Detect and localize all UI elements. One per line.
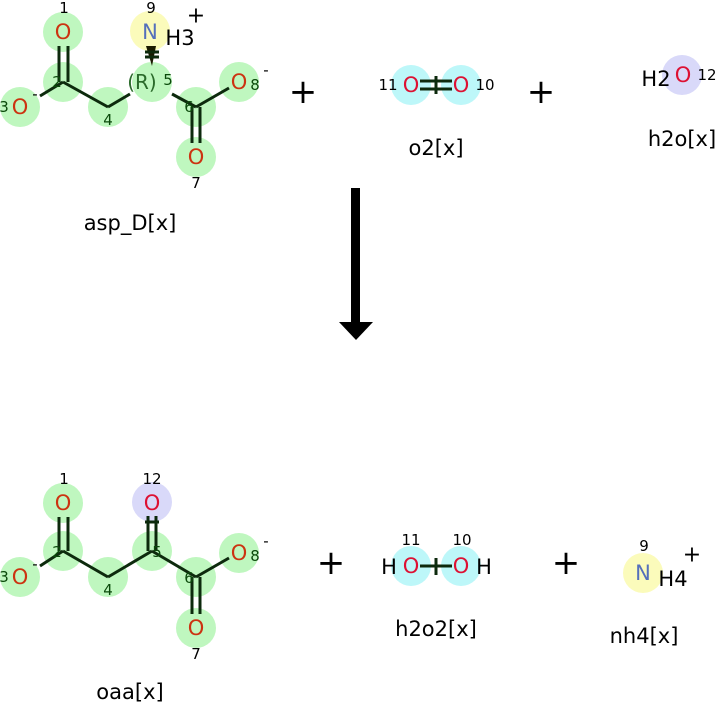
atom-index: 1 [59, 0, 69, 17]
atom-o3: O [12, 95, 29, 119]
charge-minus: - [32, 555, 37, 573]
molecule-o2: O O 11 10 o2[x] [378, 65, 495, 160]
molecule-h2o2: H O O H 11 10 h2o2[x] [381, 531, 492, 641]
atom-index: 7 [191, 645, 201, 663]
atom-h: H [381, 555, 397, 579]
atom-o10: O [453, 73, 470, 97]
atom-o8: O [231, 541, 248, 565]
h2-label: H2 [641, 67, 670, 91]
atom-o11: O [403, 73, 420, 97]
molecule-nh4: N H4 + 9 nh4[x] [610, 537, 702, 648]
atom-index: 2 [52, 73, 62, 91]
atom-index: 2 [52, 543, 62, 561]
molecule-name: o2[x] [408, 136, 463, 160]
atom-index: 12 [697, 66, 716, 84]
atom-index: 9 [146, 0, 156, 17]
molecule-name: h2o[x] [648, 127, 716, 151]
atom-index: 10 [475, 76, 494, 94]
charge-minus: - [32, 85, 37, 103]
atom-o12: O [675, 63, 692, 87]
atom-index: 4 [103, 111, 113, 129]
atom-o1: O [55, 20, 72, 44]
atom-o10: O [453, 554, 470, 578]
charge-minus: - [263, 61, 268, 79]
atom-h: H [476, 555, 492, 579]
plus-operator: + [317, 543, 346, 583]
molecule-h2o: H2 O 12 h2o[x] [641, 55, 717, 151]
atom-o7: O [188, 145, 205, 169]
charge-plus: + [187, 4, 205, 29]
atom-index: 5 [163, 71, 173, 89]
atom-index: 4 [103, 581, 113, 599]
atom-index: 7 [191, 174, 201, 192]
atom-index: 8 [250, 547, 260, 565]
stereo-label: (R) [127, 70, 157, 94]
atom-o8: O [231, 70, 248, 94]
bonds [39, 46, 230, 143]
atom-index: 12 [142, 470, 161, 488]
atom-index: 8 [250, 76, 260, 94]
atom-index: 9 [639, 537, 649, 555]
atom-index: 5 [152, 543, 162, 561]
plus-operator: + [527, 72, 556, 112]
molecule-oaa: O 1 2 O 3 - 4 5 O 12 6 O 8 - O 7 oaa[x] [0, 470, 269, 704]
atom-o12: O [144, 491, 161, 515]
atom-index: 6 [184, 569, 194, 587]
atom-o1: O [55, 491, 72, 515]
reaction-arrow [339, 188, 373, 340]
molecule-name: h2o2[x] [395, 617, 477, 641]
molecule-name: oaa[x] [96, 680, 163, 704]
atom-index: 11 [401, 531, 420, 549]
plus-operator: + [552, 543, 581, 583]
molecule-name: nh4[x] [610, 624, 679, 648]
molecule-asp-d: O 1 2 O 3 - 4 (R) 5 N H3 + 9 6 O 8 - O 7… [0, 0, 269, 236]
atom-index: 1 [59, 470, 69, 488]
atom-o3: O [12, 565, 29, 589]
atom-index: 10 [452, 531, 471, 549]
atom-index: 3 [0, 568, 9, 586]
charge-plus: + [683, 543, 701, 568]
charge-minus: - [263, 532, 268, 550]
atom-o7: O [188, 616, 205, 640]
atom-o11: O [403, 554, 420, 578]
h3-label: H3 [165, 26, 194, 50]
atom-index: 6 [184, 98, 194, 116]
atom-index: 3 [0, 98, 9, 116]
atom-index: 11 [378, 76, 397, 94]
atom-n9: N [635, 561, 651, 585]
h4-label: H4 [658, 567, 687, 591]
atom-n9: N [142, 20, 158, 44]
plus-operator: + [289, 72, 318, 112]
molecule-name: asp_D[x] [84, 211, 177, 236]
